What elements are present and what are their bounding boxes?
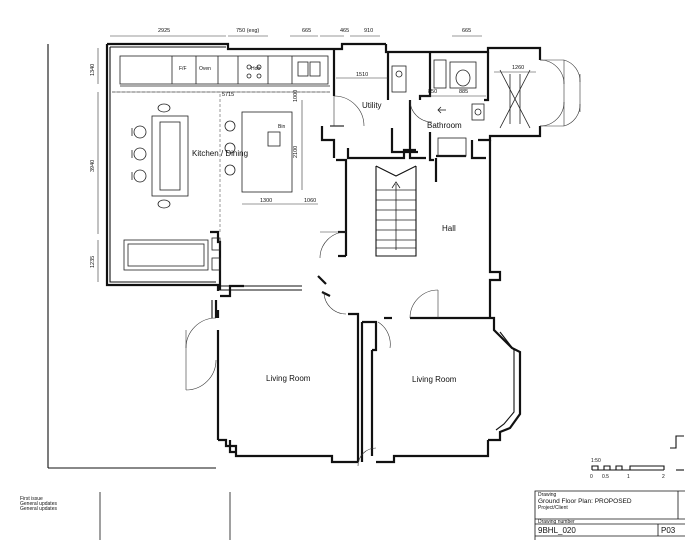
label-fridge-freezer: F/F — [179, 66, 187, 72]
door-swings — [185, 59, 581, 467]
revision-block: First issue General updates General upda… — [20, 492, 231, 540]
dim-1260: 1260 — [512, 65, 524, 71]
label-bin: Bin — [278, 124, 285, 130]
room-label-living-left: Living Room — [266, 374, 311, 383]
site-boundary — [47, 44, 216, 469]
revision-1: First issue — [20, 496, 43, 502]
drawing-title: Ground Floor Plan: PROPOSED — [538, 498, 632, 505]
bathroom-fittings — [391, 59, 531, 157]
staircase — [375, 165, 417, 257]
scale-tick-2: 2 — [662, 474, 665, 480]
dim-1300: 1300 — [260, 198, 272, 204]
scale-tick-1: 1 — [627, 474, 630, 480]
room-label-bathroom: Bathroom — [427, 121, 462, 130]
scale-tick-0-5: 0.5 — [602, 474, 609, 480]
room-label-utility: Utility — [362, 101, 382, 110]
dim-850: 850 — [428, 89, 437, 95]
dim-1000: 1000 — [293, 90, 299, 102]
dim-1235: 1235 — [90, 256, 96, 268]
dim-910: 910 — [364, 28, 373, 34]
exterior-walls — [105, 42, 542, 464]
dim-5715: 5715 — [222, 92, 234, 98]
room-label-kitchen-dining: Kitchen / Dining — [192, 149, 248, 158]
dim-885: 885 — [459, 89, 468, 95]
kitchen-fittings — [112, 55, 330, 271]
dim-2100: 2100 — [293, 146, 299, 158]
scale-label: 1:50 — [591, 458, 601, 464]
project-caption: Project/Client — [538, 505, 568, 511]
dimension-lines — [97, 35, 536, 282]
dim-750: 750 (exg) — [236, 28, 259, 34]
drawing-number: 9BHL_020 — [538, 526, 576, 535]
dim-1510: 1510 — [356, 72, 368, 78]
scale-bar: 1:50 0 0.5 1 2 — [590, 435, 684, 480]
dim-665a: 665 — [302, 28, 311, 34]
number-caption: Drawing number — [538, 519, 575, 525]
dim-465: 465 — [340, 28, 349, 34]
revision-2: General updates — [20, 501, 57, 507]
label-hob: Hob — [251, 66, 260, 72]
dim-1340: 1340 — [90, 64, 96, 76]
room-label-living-right: Living Room — [412, 375, 457, 384]
revision-3: General updates — [20, 506, 57, 512]
drawing-caption: Drawing — [538, 492, 557, 498]
scale-tick-0: 0 — [590, 474, 593, 480]
dim-665b: 665 — [462, 28, 471, 34]
title-block: Drawing Ground Floor Plan: PROPOSED Proj… — [534, 490, 685, 540]
dim-2925: 2925 — [158, 28, 170, 34]
dim-3940: 3940 — [90, 160, 96, 172]
revision-code: P03 — [661, 526, 676, 535]
room-label-hall: Hall — [442, 224, 456, 233]
label-oven: Oven — [199, 66, 211, 72]
dim-1060: 1060 — [304, 198, 316, 204]
